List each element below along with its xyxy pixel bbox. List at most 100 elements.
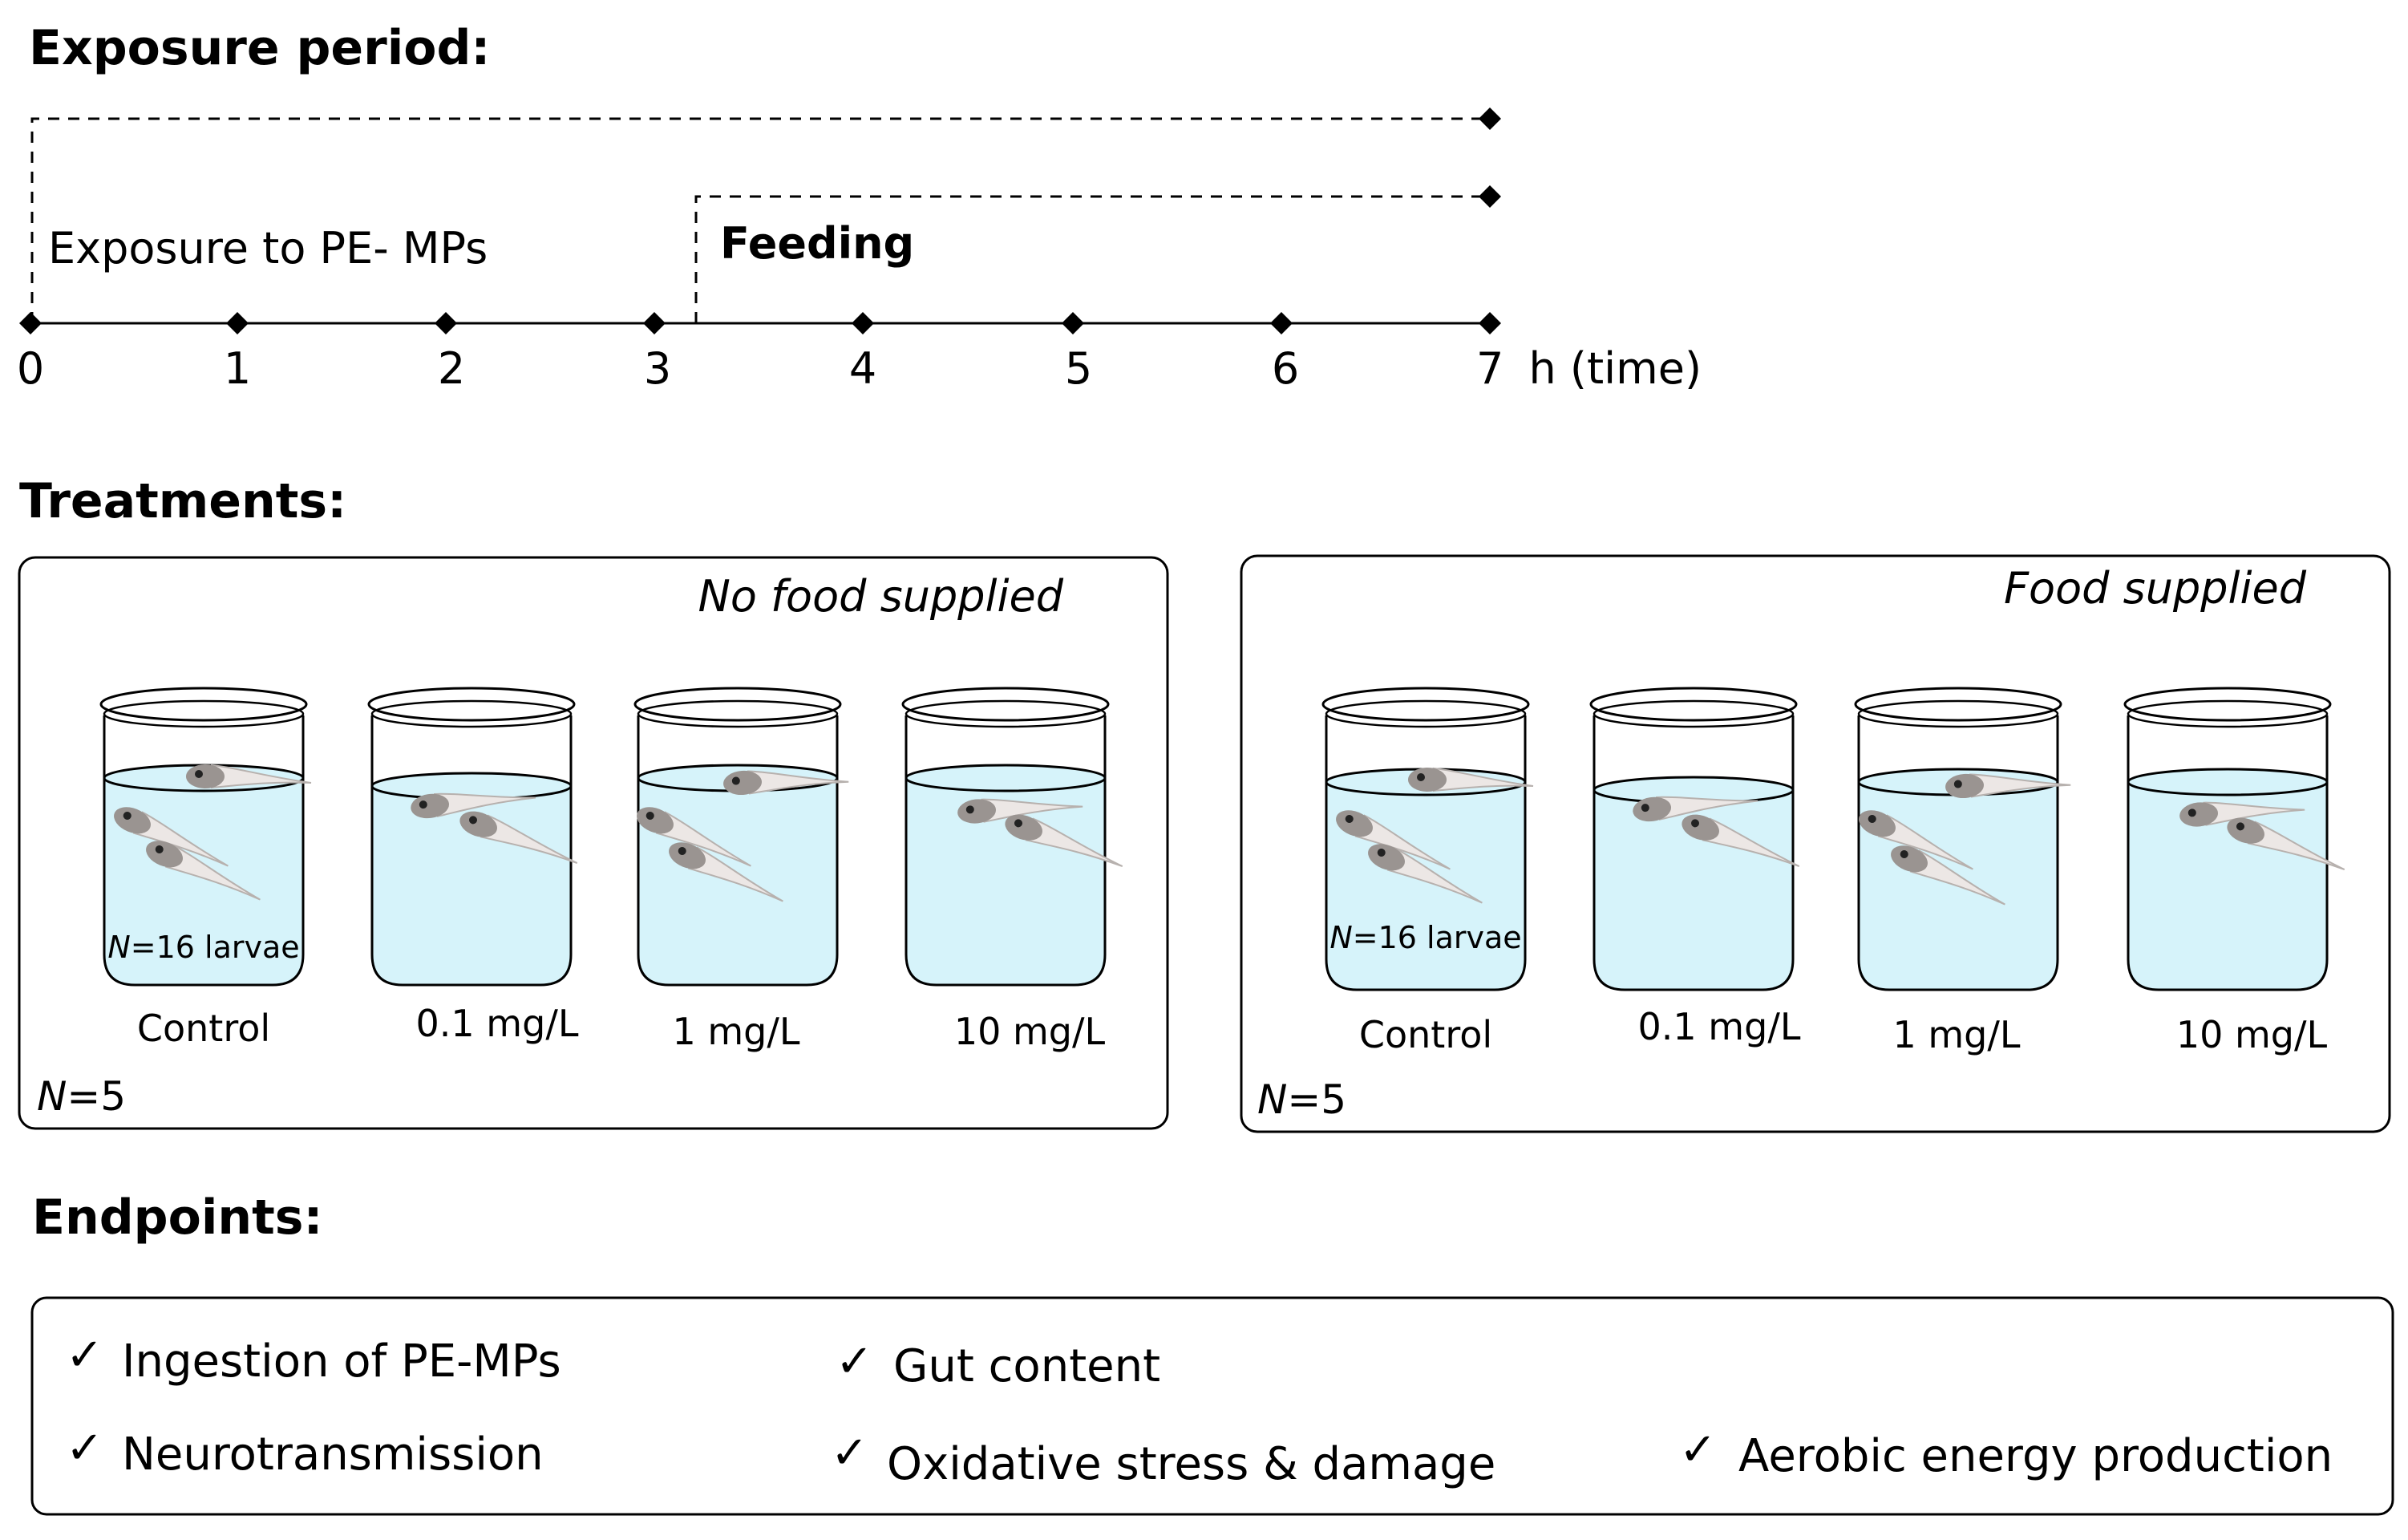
jar-rim — [2123, 687, 2332, 722]
jar-water-surface — [2127, 768, 2329, 796]
endpoint-label: Ingestion of PE-MPs — [122, 1335, 561, 1388]
jar-body — [1593, 715, 1795, 991]
jar-rim-inner — [370, 699, 573, 728]
jar-rim-inner — [1325, 699, 1527, 728]
jar-label-10-mg-l: 10 mg/L — [954, 1010, 1106, 1053]
feeding-label: Feeding — [720, 218, 914, 269]
jar-rim-inner — [1593, 699, 1795, 728]
replicates-value: =5 — [1287, 1076, 1346, 1123]
time-unit-label: h (time) — [1529, 343, 1702, 394]
treatment-panel-no-food: No food supplied N=5 Control 0.1 mg/L 1 … — [18, 556, 1169, 1130]
endpoint-aerobic-energy: ✓ Aerobic energy production — [1679, 1424, 2333, 1482]
jar-body — [905, 715, 1107, 987]
jar-rim-inner — [1857, 699, 2059, 728]
jar-row — [99, 687, 1129, 987]
endpoint-gut-content: ✓ Gut content — [836, 1335, 1160, 1392]
replicates-symbol: N — [37, 1073, 67, 1120]
tick-label-7: 7 h (time) — [1476, 343, 1702, 394]
larvae-count-symbol: N — [1329, 920, 1352, 955]
jar-row — [1321, 687, 2351, 991]
replicates-value: =5 — [67, 1073, 126, 1120]
timeline — [19, 107, 1501, 334]
exposure-period-title: Exposure period: — [29, 20, 490, 76]
jar-1-mg-l — [632, 687, 850, 987]
endpoint-label: Aerobic energy production — [1738, 1430, 2333, 1482]
endpoint-oxidative-stress: ✓ Oxidative stress & damage — [831, 1427, 1495, 1490]
jar-larvae-count: N=16 larvae — [107, 930, 299, 965]
tick-label-6: 6 — [1272, 343, 1299, 394]
jar-control — [1321, 687, 1534, 991]
tick-label-2: 2 — [438, 343, 465, 394]
panel-replicates: N=5 — [1257, 1076, 1346, 1123]
tick-label-3: 3 — [644, 343, 671, 394]
feeding-dashed-line — [694, 195, 1490, 323]
tick-marker-5 — [1062, 312, 1084, 334]
jar-body — [103, 715, 305, 987]
treatments-title: Treatments: — [19, 473, 346, 529]
panel-frame — [18, 556, 1169, 1130]
tick-marker-4 — [852, 312, 874, 334]
tick-label-4: 4 — [849, 343, 876, 394]
larvae-count-value: =16 larvae — [1353, 920, 1522, 955]
jar-body — [1325, 715, 1527, 991]
jar-rim-inner — [637, 699, 839, 728]
jar-1-mg-l — [1854, 687, 2072, 991]
tick-label-1: 1 — [224, 343, 251, 394]
jar-label-1-mg-l: 1 mg/L — [672, 1010, 799, 1053]
jar-body — [637, 715, 839, 987]
exposure-dashed-line — [30, 117, 1490, 323]
jar-rim-inner — [2127, 699, 2329, 728]
jar-rim — [367, 687, 576, 722]
endpoint-label: Oxidative stress & damage — [887, 1438, 1495, 1490]
jar-rim — [99, 687, 308, 722]
jar-10-mg-l — [2123, 687, 2351, 991]
tick-marker-0 — [19, 312, 42, 334]
tick-marker-2 — [435, 312, 457, 334]
jar-water-surface — [905, 764, 1107, 792]
replicates-symbol: N — [1257, 1076, 1287, 1123]
jar-0-1-mg-l — [367, 687, 584, 987]
jar-label-control: Control — [1359, 1013, 1492, 1056]
jar-label-10-mg-l: 10 mg/L — [2176, 1013, 2328, 1056]
tick-marker-3 — [643, 312, 666, 334]
jar-body — [370, 715, 573, 987]
jar-rim — [901, 687, 1110, 722]
check-icon: ✓ — [836, 1335, 873, 1388]
tick-markers — [19, 312, 1501, 334]
jar-body — [2127, 715, 2329, 991]
endpoint-neurotransmission: ✓ Neurotransmission — [66, 1422, 544, 1481]
check-icon: ✓ — [1679, 1424, 1717, 1476]
check-icon: ✓ — [66, 1422, 103, 1474]
endpoints-frame — [30, 1296, 2394, 1516]
endpoint-label: Gut content — [893, 1340, 1160, 1392]
jar-label-0-1-mg-l: 0.1 mg/L — [416, 1002, 579, 1045]
endpoints-title: Endpoints: — [32, 1189, 323, 1246]
jar-0-1-mg-l — [1589, 687, 1806, 991]
endpoint-label: Neurotransmission — [122, 1429, 544, 1481]
panel-title: No food supplied — [698, 571, 1063, 622]
tick-marker-6 — [1270, 312, 1293, 334]
check-icon: ✓ — [831, 1427, 868, 1479]
larvae-count-value: =16 larvae — [131, 930, 300, 965]
jar-rim-inner — [905, 699, 1107, 728]
last-tick-value: 7 — [1476, 343, 1503, 394]
jar-10-mg-l — [901, 687, 1129, 987]
exposure-end-marker — [1479, 107, 1501, 130]
jar-rim — [1321, 687, 1530, 722]
jar-rim — [1589, 687, 1798, 722]
exposure-label: Exposure to PE- MPs — [48, 223, 488, 274]
feeding-end-marker — [1479, 185, 1501, 208]
larvae-count-symbol: N — [107, 930, 130, 965]
endpoint-ingestion: ✓ Ingestion of PE-MPs — [66, 1329, 561, 1388]
jar-control — [99, 687, 312, 987]
jar-larvae-count: N=16 larvae — [1329, 920, 1521, 955]
jar-rim — [1854, 687, 2062, 722]
panel-replicates: N=5 — [37, 1073, 126, 1120]
tick-label-0: 0 — [17, 343, 44, 394]
check-icon: ✓ — [66, 1329, 103, 1381]
tick-marker-7 — [1479, 312, 1501, 334]
jar-rim-inner — [103, 699, 305, 728]
endpoints-box: ✓ Ingestion of PE-MPs ✓ Gut content ✓ Ne… — [30, 1296, 2394, 1516]
jar-body — [1857, 715, 2059, 991]
